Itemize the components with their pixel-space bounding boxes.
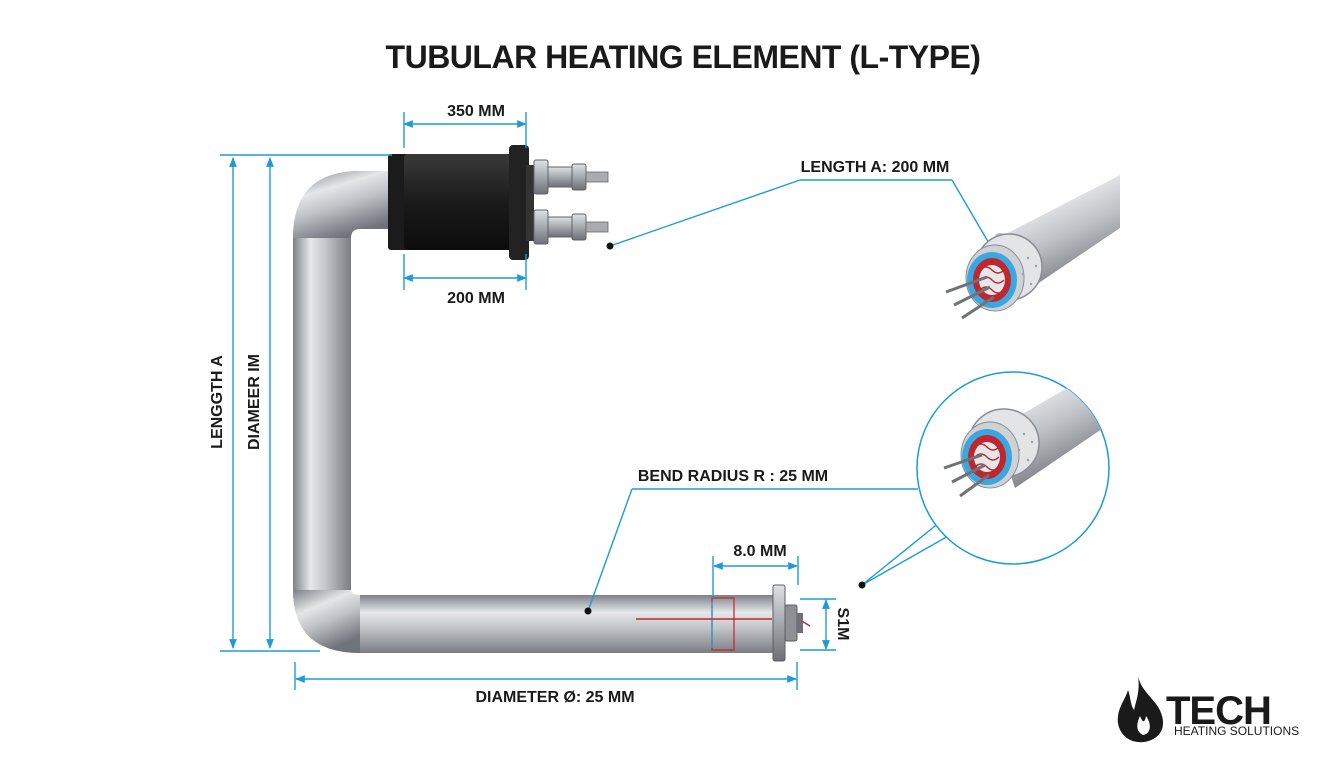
brand-tagline: HEATING SOLUTIONS [1174,724,1299,738]
leader-dot-bend [584,607,592,615]
terminal-block [388,145,534,260]
leader-dot-terminal [606,242,614,250]
brand-name: TECH [1166,689,1271,733]
flange-offset-label: 8.0 MM [733,543,786,560]
diameter-vertical-label: DIAMEER IM [246,354,263,450]
cross-section-detail-upper [945,175,1120,320]
terminal-stud-top [533,159,609,195]
magnified-section-detail [916,371,1110,565]
diagram-title: TUBULAR HEATING ELEMENT (L-TYPE) [386,39,981,75]
flame-icon [1117,676,1164,743]
top-width-label: 350 MM [447,103,505,120]
dimension-lines [220,112,991,690]
brand-logo: TECH HEATING SOLUTIONS [1117,676,1299,743]
heating-tube [293,171,811,653]
leader-dot-section [858,581,866,589]
length-a-vertical-label: LENGGTH A [209,355,226,449]
flange-height-label: S1M [834,608,851,641]
length-a-callout-label: LENGTH A: 200 MM [801,159,950,176]
terminal-stud-bottom [533,209,609,245]
terminal-width-label: 200 MM [447,290,505,307]
bend-radius-label: BEND RADIUS R : 25 MM [638,468,828,485]
diameter-label: DIAMETER Ø: 25 MM [475,689,634,706]
end-flange [772,584,803,662]
